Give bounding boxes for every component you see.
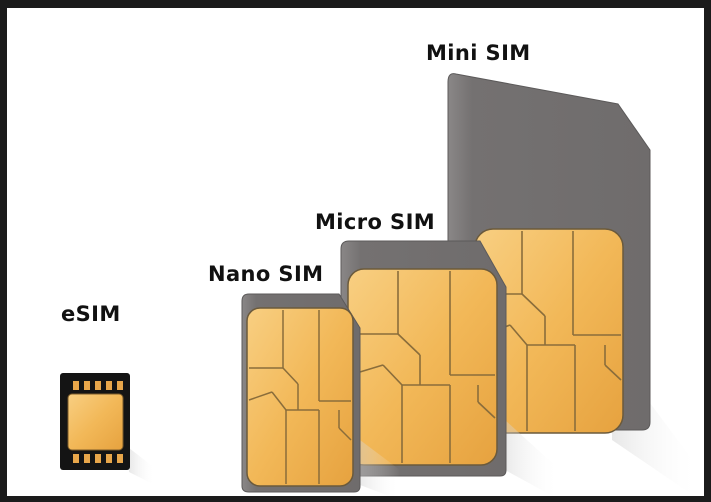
mini-sim-label: Mini SIM (426, 41, 531, 65)
micro-sim-card (340, 240, 560, 496)
nano-sim-card (241, 293, 400, 496)
nano-sim-chip (246, 307, 354, 487)
micro-sim-chip (347, 268, 498, 466)
nano-sim-label: Nano SIM (208, 262, 324, 286)
esim-chip (60, 373, 155, 485)
micro-sim-label: Micro SIM (315, 210, 436, 234)
esim-label: eSIM (61, 302, 121, 326)
